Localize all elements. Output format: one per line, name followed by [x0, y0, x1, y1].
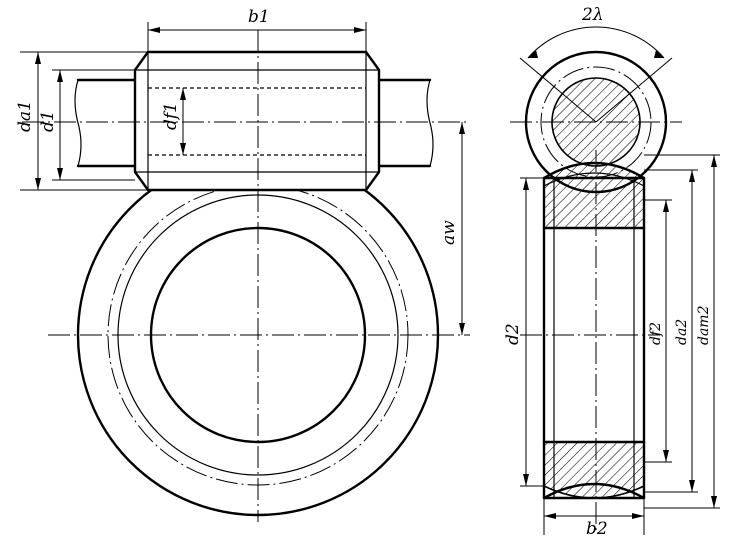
dim-df1	[180, 88, 186, 155]
dim-dam2	[644, 154, 720, 509]
dim-da1	[20, 51, 148, 191]
label-b1: b1	[248, 7, 270, 27]
side-view	[510, 26, 720, 535]
label-aw: aw	[439, 220, 459, 245]
label-d1: d1	[38, 110, 58, 132]
dim-d1	[52, 69, 135, 181]
label-df2: df2	[648, 322, 664, 345]
label-df1: df1	[161, 102, 181, 130]
label-dam2: dam2	[696, 305, 712, 345]
dim-df2	[644, 199, 672, 463]
wheel-rim-section	[520, 150, 660, 530]
dim-da2	[644, 169, 698, 493]
worm-shaft	[76, 78, 432, 168]
dim-b1	[147, 22, 367, 52]
label-b2: b2	[586, 519, 608, 539]
label-da2: da2	[674, 319, 690, 345]
dim-aw	[459, 122, 465, 335]
label-d2: d2	[503, 323, 523, 345]
label-da1: da1	[15, 100, 35, 132]
label-2lambda: 2λ	[581, 5, 604, 25]
front-view	[20, 22, 470, 522]
dim-b2	[543, 498, 645, 535]
dim-d2	[520, 177, 544, 487]
dim-2lambda	[519, 26, 673, 123]
